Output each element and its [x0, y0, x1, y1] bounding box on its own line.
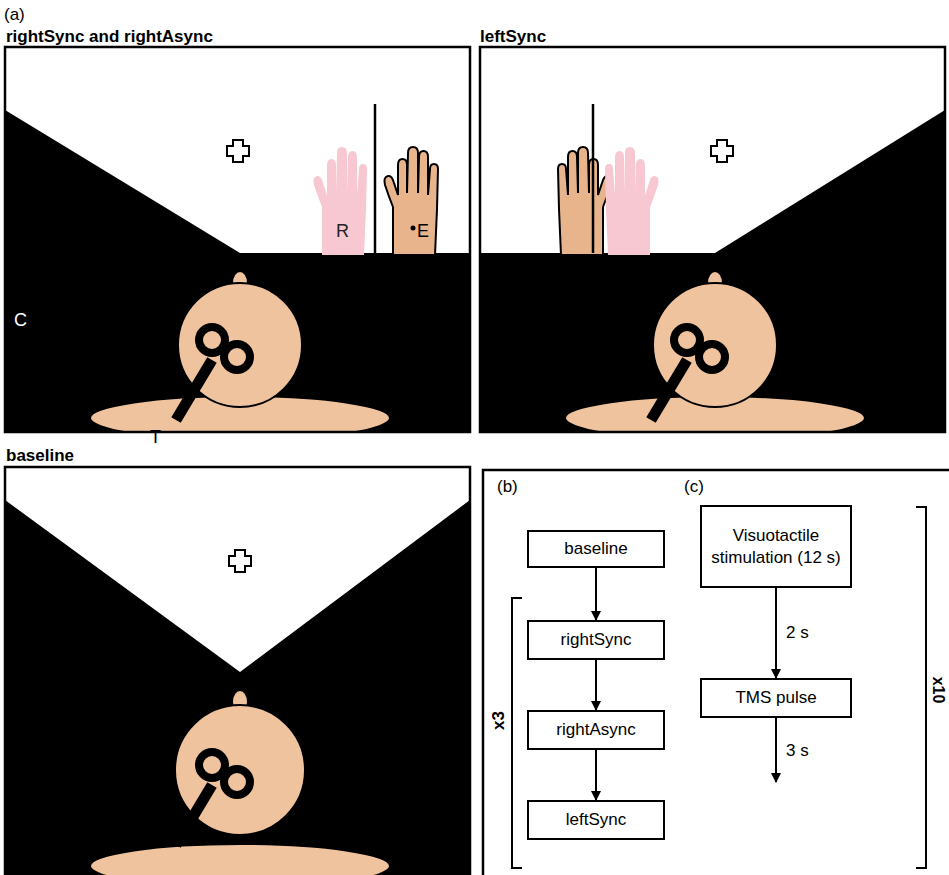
panel-label: C — [14, 311, 27, 329]
rubber-hand — [313, 147, 367, 255]
panel-label: (c) — [684, 478, 704, 495]
panel-label: R — [336, 222, 349, 240]
box-text: baseline — [564, 538, 627, 559]
process-box: leftSync — [527, 800, 665, 840]
box-text: Visuotactile stimulation (12 s) — [710, 525, 842, 568]
panel-label: rightSync and rightAsync — [6, 28, 213, 45]
box-text: leftSync — [566, 809, 626, 830]
real-hand — [384, 147, 438, 255]
panel-label: baseline — [6, 447, 74, 464]
tms-coil — [176, 327, 250, 420]
panel-label: x3 — [489, 711, 506, 730]
process-box: baseline — [527, 530, 665, 568]
flow-arrow — [595, 750, 597, 800]
panel-label: x10 — [930, 677, 946, 704]
process-box: rightSync — [527, 620, 665, 660]
panel-right — [5, 104, 470, 432]
process-box: Visuotactile stimulation (12 s) — [700, 505, 852, 588]
panel-label: T — [150, 428, 161, 446]
panel-left — [480, 104, 945, 432]
panel-label: (a) — [4, 6, 25, 23]
interval-arrow — [775, 718, 777, 782]
box-text: TMS pulse — [735, 687, 816, 708]
panel-label: 3 s — [786, 742, 809, 759]
fixation-cross — [227, 140, 249, 162]
panel-label: leftSync — [480, 28, 546, 45]
flow-arrow — [595, 568, 597, 620]
edge-label: 2 s — [784, 624, 811, 643]
process-box: TMS pulse — [700, 678, 852, 718]
repeat-bracket — [916, 507, 926, 868]
repeat-bracket — [512, 598, 522, 868]
flow-arrow — [595, 660, 597, 710]
box-text: rightSync — [561, 629, 632, 650]
box-text: rightAsync — [556, 719, 635, 740]
panel-label: (b) — [497, 478, 518, 495]
panel-label: E — [417, 222, 429, 240]
flow-arrow — [775, 588, 777, 678]
panel-baseline — [5, 500, 470, 875]
process-box: rightAsync — [527, 710, 665, 750]
